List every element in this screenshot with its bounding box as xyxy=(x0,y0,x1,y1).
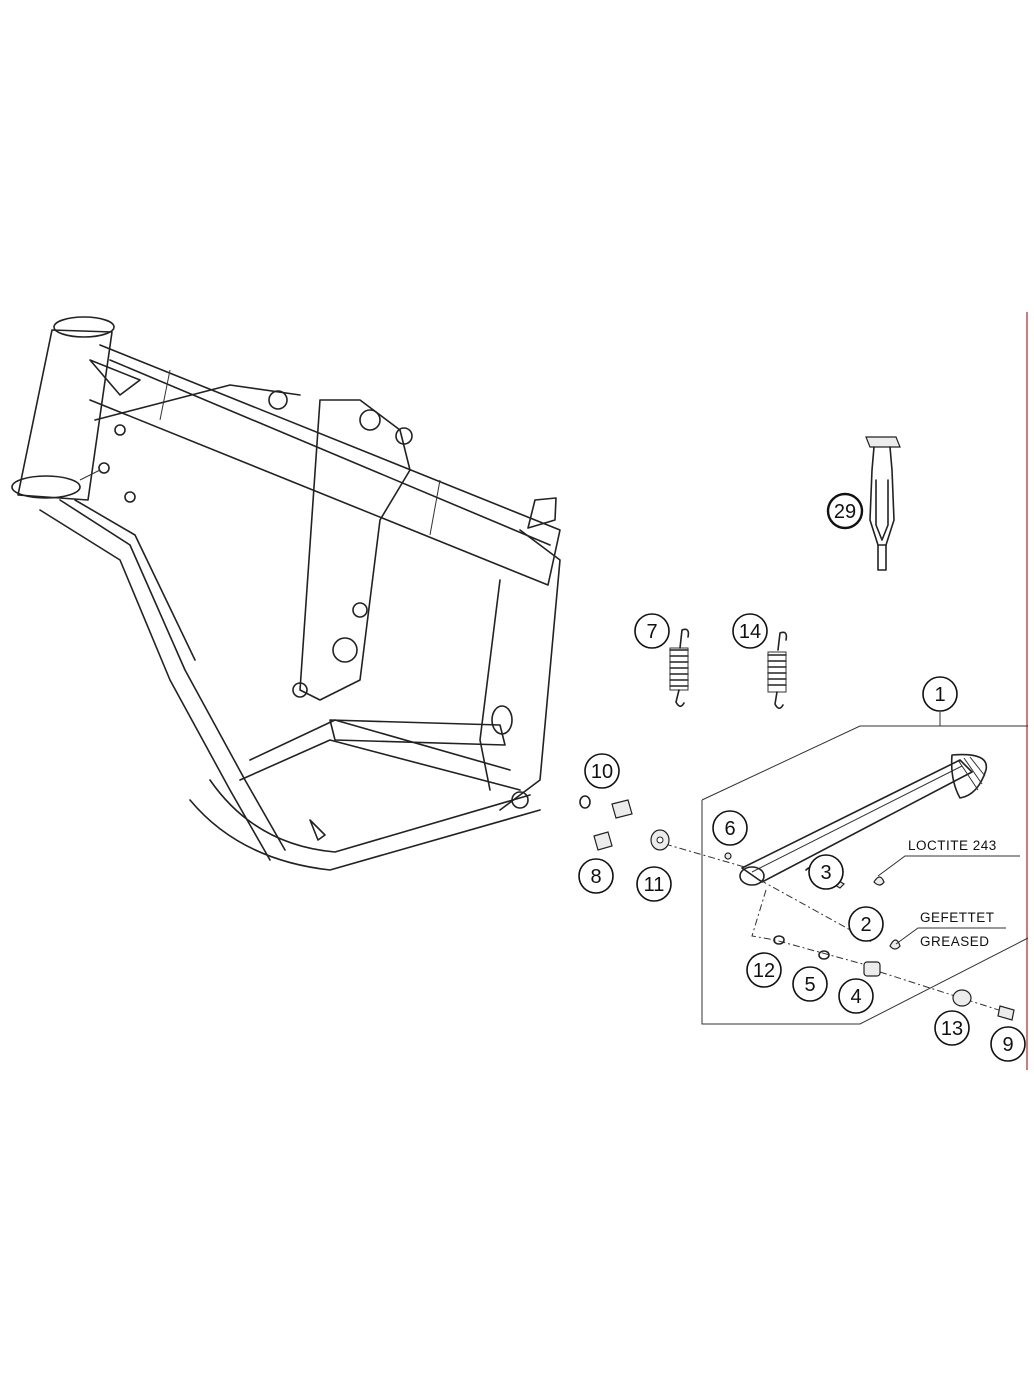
callout-5-label: 5 xyxy=(804,974,815,996)
callout-12: 12 xyxy=(746,952,782,988)
sidestand-assembly xyxy=(664,712,1029,1025)
callout-7: 7 xyxy=(634,613,670,649)
callout-4: 4 xyxy=(838,978,874,1014)
callout-11: 11 xyxy=(636,866,672,902)
callout-2-label: 2 xyxy=(860,914,871,936)
tool-handle xyxy=(865,436,901,571)
callout-6: 6 xyxy=(712,810,748,846)
motorcycle-frame xyxy=(11,316,561,871)
spring-14 xyxy=(767,631,788,710)
callout-3: 3 xyxy=(808,854,844,890)
callout-10-label: 10 xyxy=(591,761,613,783)
note-gefettet: GEFETTET xyxy=(920,910,995,925)
callout-8-label: 8 xyxy=(590,866,601,888)
callout-6-label: 6 xyxy=(724,818,735,840)
callout-3-label: 3 xyxy=(820,862,831,884)
callout-7-label: 7 xyxy=(646,621,657,643)
callout-2: 2 xyxy=(848,906,884,942)
callout-14-label: 14 xyxy=(739,621,761,643)
callout-4-label: 4 xyxy=(850,986,861,1008)
callout-13-label: 13 xyxy=(941,1018,963,1040)
loose-parts xyxy=(579,795,670,851)
spring-7 xyxy=(669,628,690,708)
callout-14: 14 xyxy=(732,613,768,649)
callout-29: 29 xyxy=(826,492,864,530)
callout-11-label: 11 xyxy=(644,874,665,896)
note-loctite: LOCTITE 243 xyxy=(908,838,997,853)
callout-13: 13 xyxy=(934,1010,970,1046)
callout-8: 8 xyxy=(578,858,614,894)
callout-1: 1 xyxy=(922,676,958,712)
callout-9: 9 xyxy=(990,1026,1026,1062)
callout-9-label: 9 xyxy=(1002,1034,1013,1056)
note-greased: GREASED xyxy=(920,934,990,949)
callout-1-label: 1 xyxy=(934,684,945,706)
callout-5: 5 xyxy=(792,966,828,1002)
callout-29-label: 29 xyxy=(834,501,856,523)
callout-12-label: 12 xyxy=(753,960,775,982)
callout-10: 10 xyxy=(584,753,620,789)
